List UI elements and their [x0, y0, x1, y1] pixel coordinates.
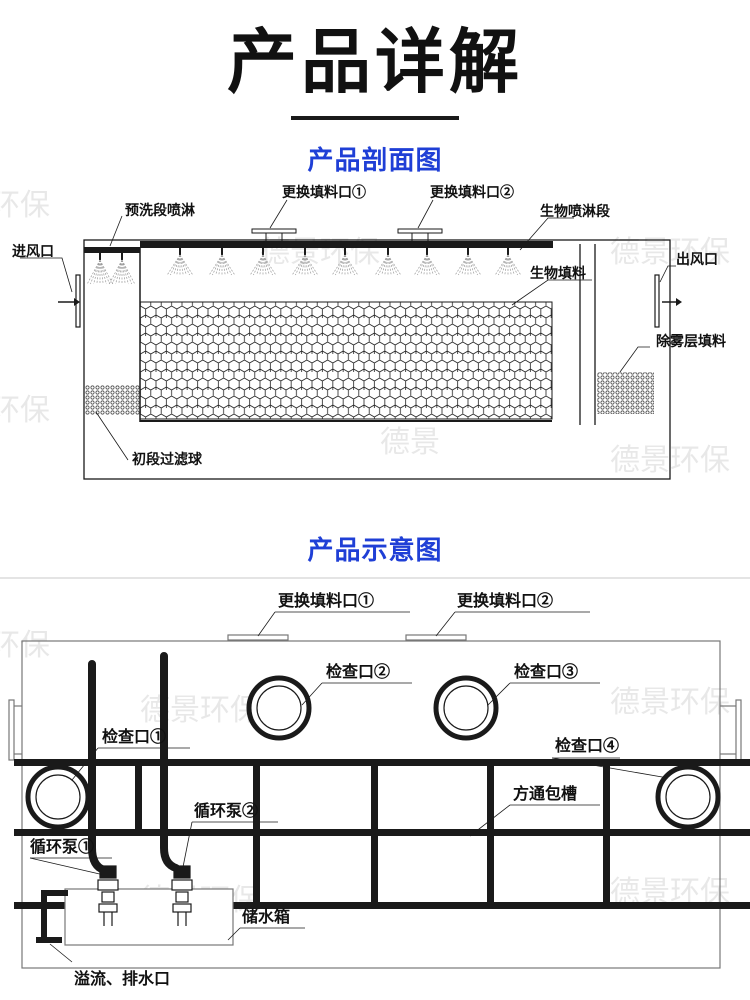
spray-nozzle — [413, 248, 441, 276]
circulation-pump-1 — [97, 865, 119, 926]
label-inspect-port-4: 检查口④ — [555, 736, 619, 755]
spray-nozzles — [86, 248, 522, 285]
bio-spray-pipe — [140, 241, 553, 248]
label-water-tank: 储水箱 — [241, 907, 290, 926]
square-channel-frame — [14, 759, 750, 909]
schematic-diagram — [0, 577, 750, 969]
replace-port-1-schematic — [227, 634, 289, 641]
label-overflow-drain: 溢流、排水口 — [74, 969, 170, 988]
watermark-text: 环保 — [0, 188, 50, 223]
bio-filler-block — [139, 301, 553, 420]
right-side-flange — [735, 699, 742, 761]
spray-nozzle — [331, 248, 359, 276]
spray-nozzle — [291, 248, 319, 276]
label-replace-port-2-schematic: 更换填料口② — [457, 591, 553, 610]
spray-nozzle — [108, 253, 136, 285]
watermark-text: 环保 — [0, 628, 50, 663]
label-primary-filter: 初段过滤球 — [132, 451, 203, 468]
watermark-text: 德景环保 — [260, 235, 380, 270]
label-square-channel: 方通包槽 — [513, 784, 577, 803]
outlet-flange — [654, 274, 660, 328]
inspection-port-1 — [25, 764, 91, 830]
demist-filler — [597, 372, 654, 414]
circulation-pump-2 — [171, 865, 193, 926]
primary-filter-balls — [85, 385, 140, 415]
page-title: 产品详解 — [227, 21, 523, 103]
label-bio-filler: 生物填料 — [530, 265, 586, 282]
inspection-port-4 — [655, 764, 721, 830]
replace-port-2-top — [397, 228, 443, 234]
label-pump-1: 循环泵① — [30, 837, 94, 856]
watermark-text: 环保 — [0, 393, 50, 428]
label-inlet: 进风口 — [12, 244, 54, 260]
label-replace-port-1: 更换填料口① — [282, 184, 366, 201]
inspection-port-3 — [433, 675, 499, 741]
watermarks: 环保 德景环保 德景环保 环保 德景 德景环保 德景环保 德景环保 环保 德景环… — [0, 188, 730, 918]
spray-nozzle — [249, 248, 277, 276]
spray-nozzle — [494, 248, 522, 276]
watermark-text: 德景环保 — [140, 693, 260, 728]
spray-nozzle — [166, 248, 194, 276]
overflow-drain-pipes — [36, 890, 68, 943]
replace-port-2-schematic — [405, 634, 467, 641]
section-title-schematic: 产品示意图 — [307, 536, 443, 566]
inspection-ports — [25, 675, 721, 830]
schematic-leaders — [29, 611, 669, 963]
label-inspect-port-1: 检查口① — [102, 727, 166, 746]
section-title-cross-section: 产品剖面图 — [307, 146, 443, 176]
spray-nozzle — [208, 248, 236, 276]
watermark-text: 德景环保 — [610, 685, 730, 720]
label-pump-2: 循环泵② — [194, 801, 258, 820]
cross-section-diagram — [58, 228, 682, 480]
cross-section-leaders — [20, 199, 676, 461]
inspection-port-2 — [246, 675, 312, 741]
label-demist-filler: 除雾层填料 — [656, 333, 726, 350]
outer-tank — [83, 239, 671, 480]
watermark-text: 德景 — [380, 425, 440, 460]
water-tank — [64, 888, 234, 946]
spray-nozzle — [374, 248, 402, 276]
label-replace-port-1-schematic: 更换填料口① — [278, 591, 374, 610]
schematic-tank — [21, 640, 721, 969]
label-outlet: 出风口 — [676, 251, 718, 268]
label-bio-spray: 生物喷淋段 — [540, 203, 610, 220]
label-inspect-port-2: 检查口② — [326, 662, 390, 681]
title-underline — [291, 116, 459, 120]
label-replace-port-2: 更换填料口② — [430, 184, 514, 201]
spray-nozzle — [454, 248, 482, 276]
pre-wash-spray-pipe — [84, 247, 140, 253]
label-inspect-port-3: 检查口③ — [514, 662, 578, 681]
label-pre-wash-spray: 预洗段喷淋 — [125, 202, 195, 219]
left-side-flange — [8, 699, 15, 761]
spray-nozzle — [86, 253, 114, 285]
replace-port-1-top — [251, 228, 297, 234]
